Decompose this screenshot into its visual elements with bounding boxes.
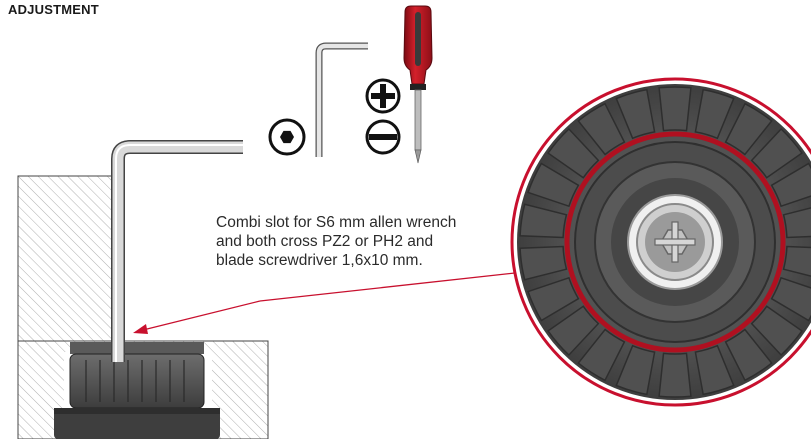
page-title: ADJUSTMENT xyxy=(8,2,99,17)
screwdriver-icon xyxy=(403,5,433,164)
slotted-screwdriver-icon xyxy=(365,119,401,155)
wheel-rib xyxy=(658,352,692,398)
wheel-rib xyxy=(527,162,580,208)
hex-socket-icon xyxy=(268,118,306,156)
allen-wrench-inserted xyxy=(111,140,243,362)
wheel-rib xyxy=(658,86,692,132)
wheel-rib xyxy=(770,162,811,208)
wheel-rib xyxy=(694,88,735,140)
wheel-rib xyxy=(577,102,626,156)
wheel-rib xyxy=(782,207,811,239)
wheel-rib xyxy=(519,245,568,281)
callout-line-3: blade screwdriver 1,6x10 mm. xyxy=(216,252,423,269)
callout-line-2: and both cross PZ2 or PH2 and xyxy=(216,233,434,250)
wheel-rib xyxy=(615,88,656,140)
wheel-rib xyxy=(615,344,656,396)
wheel-rib xyxy=(577,328,626,382)
detail-zoom xyxy=(510,77,811,407)
allen-key-icon xyxy=(315,42,368,157)
wheel-rib xyxy=(750,305,803,357)
cross-screwdriver-icon xyxy=(365,78,401,114)
wheel-rib xyxy=(547,305,600,357)
callout-leader xyxy=(133,271,525,334)
wheel-rib xyxy=(782,245,811,277)
wheel-rib xyxy=(724,102,773,156)
adjuster-foot xyxy=(54,342,220,439)
wheel-rib xyxy=(750,127,803,179)
wheel-rib xyxy=(770,276,811,322)
wheel-rib xyxy=(547,127,600,179)
callout-line-1: Combi slot for S6 mm allen wrench xyxy=(216,214,457,231)
combi-slot xyxy=(654,221,696,263)
wheel-rib xyxy=(694,344,735,396)
wheel-rib xyxy=(724,328,773,382)
wheel-rib xyxy=(527,276,580,322)
wheel-rib xyxy=(519,203,568,239)
callout-text: Combi slot for S6 mm allen wrench and bo… xyxy=(216,213,516,270)
